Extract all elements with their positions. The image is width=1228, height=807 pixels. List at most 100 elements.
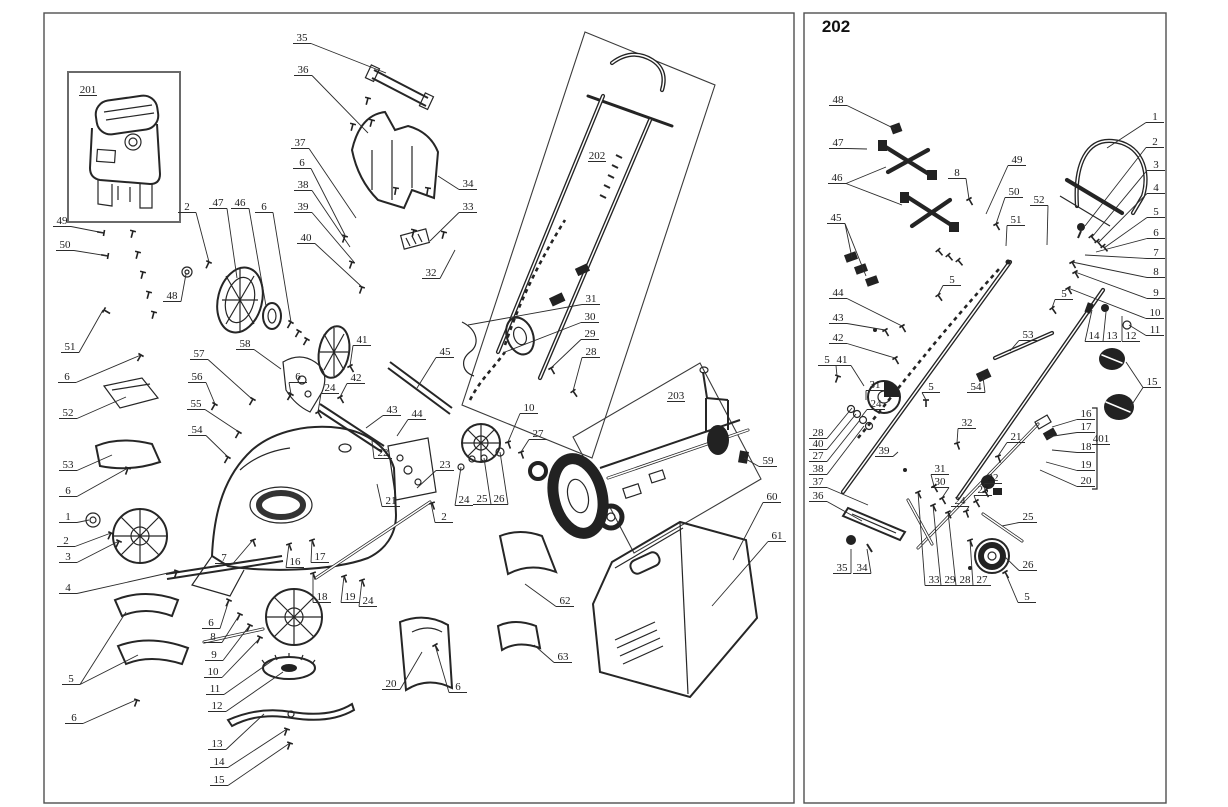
callout-57: 57 [190, 348, 253, 400]
callout-54: 54 [967, 376, 986, 393]
callout-25: 25 [1001, 511, 1037, 527]
callout-12: 12 [208, 671, 284, 712]
callout-39: 39 [294, 201, 355, 263]
callout-20: 20 [382, 651, 423, 690]
callout-22: 22 [371, 440, 392, 459]
svg-text:44: 44 [833, 287, 845, 299]
callout-2: 2 [430, 502, 453, 523]
mower-deck-art [191, 425, 398, 597]
inset-201-battery-unit [67, 71, 181, 223]
svg-text:50: 50 [60, 239, 72, 251]
callout-6: 6 [58, 354, 142, 383]
svg-text:49: 49 [57, 215, 69, 227]
callout-38: 38 [294, 179, 351, 248]
callout-26: 26 [490, 451, 509, 505]
callout-2: 2 [57, 532, 112, 547]
svg-text:48: 48 [167, 290, 179, 302]
callout-26: 26 [1003, 555, 1037, 571]
callout-7: 7 [215, 539, 254, 564]
housings-art [94, 64, 749, 728]
callout-5: 5 [62, 611, 139, 685]
callout-11: 11 [1128, 324, 1164, 336]
callout-30: 30 [504, 311, 599, 353]
callout-6: 6 [59, 467, 129, 497]
svg-text:16: 16 [1081, 408, 1093, 420]
callout-16: 16 [1051, 408, 1095, 428]
callout-8: 8 [948, 167, 970, 200]
svg-text:6: 6 [71, 712, 77, 724]
svg-text:24: 24 [955, 495, 967, 507]
callout-25: 25 [473, 457, 492, 505]
svg-text:3: 3 [1153, 159, 1159, 171]
svg-text:11: 11 [1150, 324, 1161, 336]
svg-text:10: 10 [1150, 307, 1162, 319]
callout-5: 5 [921, 381, 940, 401]
svg-text:15: 15 [214, 774, 226, 786]
svg-text:40: 40 [301, 232, 313, 244]
svg-text:61: 61 [772, 530, 783, 542]
callout-3: 3 [1091, 159, 1165, 238]
svg-text:12: 12 [1126, 330, 1137, 342]
callout-18: 18 [1051, 441, 1095, 453]
svg-text:33: 33 [463, 201, 475, 213]
callout-28: 28 [572, 346, 600, 392]
svg-text:29: 29 [585, 328, 597, 340]
svg-text:37: 37 [295, 137, 307, 149]
callout-5: 5 [1051, 288, 1073, 309]
svg-text:6: 6 [208, 617, 214, 629]
callout-12: 12 [1121, 316, 1140, 342]
svg-text:37: 37 [813, 476, 825, 488]
callout-45: 45 [416, 346, 454, 389]
svg-text:42: 42 [833, 332, 844, 344]
svg-text:51: 51 [1011, 214, 1022, 226]
callout-41: 41 [349, 334, 371, 367]
svg-text:53: 53 [1023, 329, 1035, 341]
svg-text:5: 5 [824, 354, 830, 366]
svg-text:2: 2 [184, 201, 190, 213]
svg-text:58: 58 [240, 338, 252, 350]
callout-2: 2 [178, 201, 210, 263]
callout-9: 9 [1074, 271, 1165, 299]
callout-6: 6 [255, 201, 292, 323]
svg-text:12: 12 [212, 700, 223, 712]
svg-text:47: 47 [213, 197, 225, 209]
callout-50: 50 [995, 186, 1023, 225]
svg-text:25: 25 [1023, 511, 1035, 523]
callout-4: 4 [59, 570, 178, 594]
left-panel: 2013536376383940343320232247466495048516… [43, 12, 795, 804]
svg-text:6: 6 [455, 681, 461, 693]
right-panel: 202 [803, 12, 1167, 804]
callout-42: 42 [829, 332, 896, 359]
svg-text:38: 38 [813, 463, 825, 475]
callout-63: 63 [533, 644, 572, 663]
callout-8: 8 [204, 613, 241, 643]
svg-text:14: 14 [214, 756, 226, 768]
callout-19: 19 [340, 575, 359, 603]
svg-text:13: 13 [212, 738, 224, 750]
svg-text:6: 6 [64, 371, 70, 383]
callout-24: 24 [861, 398, 885, 417]
callout-5: 5 [1004, 571, 1036, 603]
callout-27: 27 [520, 428, 547, 453]
svg-text:9: 9 [211, 649, 217, 661]
callout-203: 203 [667, 390, 685, 402]
svg-text:43: 43 [387, 404, 399, 416]
callout-58: 58 [236, 338, 282, 370]
svg-text:5: 5 [949, 274, 955, 286]
callout-2: 2 [1084, 136, 1164, 227]
callout-29: 29 [550, 328, 599, 369]
callout-37: 37 [809, 476, 869, 506]
callout-44: 44 [396, 408, 426, 437]
right-callouts: 4847464584950515212345678910111213141544… [809, 94, 1165, 603]
svg-text:5: 5 [68, 673, 74, 685]
callout-6: 6 [1095, 227, 1165, 253]
callout-24: 24 [951, 495, 970, 512]
panel-title: 202 [822, 17, 850, 36]
inset-202-handle-box [461, 31, 716, 459]
svg-text:3: 3 [65, 551, 71, 563]
callout-3: 3 [59, 540, 120, 563]
svg-text:6: 6 [1153, 227, 1159, 239]
callout-401: 401 [1092, 433, 1110, 445]
callout-27: 27 [809, 419, 861, 462]
callout-1: 1 [59, 511, 90, 523]
